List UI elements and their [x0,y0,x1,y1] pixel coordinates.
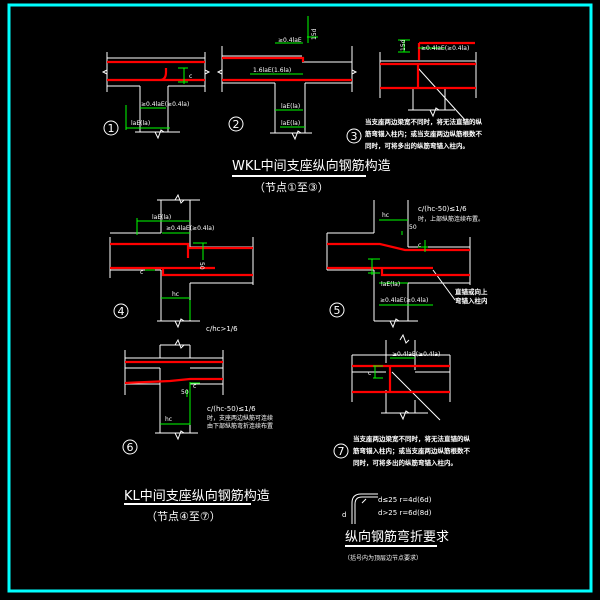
dim-c: c [193,383,196,390]
dim-hc: hc [172,291,179,298]
dim-anchor-length: ≥0.4laE(≥0.4la) [421,45,469,52]
node-note-line: 筋弯锚入柱内；或当支座两边纵筋根数不 [352,446,471,455]
node-number: 1 [108,122,115,135]
dim-c: c [140,269,143,276]
condition-text: c/(hc-50)≤1/6 [418,205,467,213]
condition-note: 时，支座两边纵筋可连续 [207,414,273,422]
node-number: 3 [351,130,358,143]
dim-c: c [189,73,192,80]
dim-15d: 15d [311,28,318,40]
node-number: 4 [118,305,125,318]
dim-lae: laE(la) [152,214,171,221]
node-5: c/(hc-50)≤1/6 时，上部纵筋连续布置。 hc 50 c laE(la… [326,200,488,329]
node-number: 5 [334,304,341,317]
drawing-frame [7,3,593,593]
dim-top: ≥0.4laE [278,37,302,44]
condition-note: 由下部纵筋弯折连续布置 [207,422,273,430]
node-note-line: 筋弯锚入柱内；或当支座两边纵筋根数不 [364,129,483,138]
dim-50: 50 [409,224,417,231]
node-number-circle [346,128,362,144]
bend-title: 纵向钢筋弯折要求 [345,529,449,545]
dim-anchor-length: ≥0.4laE(≥0.4la) [380,297,428,304]
wkl-section-subtitle: （节点①至③） [254,181,329,194]
dim-lae: laE(la) [131,120,150,127]
dim-anchor-length: ≥0.4laE(≥0.4la) [392,351,440,358]
node-number: 7 [338,445,345,458]
node-number-circle [103,120,119,136]
bar-diameter-label: d [342,511,346,519]
node-number: 2 [233,118,240,131]
dim-50: 50 [198,262,205,270]
bend-rule: d>25 r=6d(8d) [378,509,432,517]
dim-lae-1: laE(la) [281,103,300,110]
bend-subtitle: （括号内为顶层边节点要求） [344,554,422,562]
dim-c: c [418,242,421,249]
node-note-line: 同时，可将多出的纵筋弯锚入柱内。 [365,141,469,150]
node-4: laE(la) ≥0.4laE(≥0.4la) 50 c hc 4 c/hc>1… [109,193,254,333]
node-number-circle [228,116,244,132]
condition-note: 时，上部纵筋连续布置。 [418,215,484,223]
dim-1.6lae: 1.6laE(1.6la) [253,67,291,74]
dim-lae-2: laE(la) [281,120,300,127]
node-note-line: 同时，可将多出的纵筋弯锚入柱内。 [353,458,457,467]
dim-hc: hc [382,212,389,219]
dim-c: c [368,370,371,377]
condition-text: c/(hc-50)≤1/6 [207,405,256,413]
node-note-line: 直锚或向上 [455,287,488,296]
bend-detail: d d≤25 r=4d(6d) d>25 r=6d(8d) 纵向钢筋弯折要求 （… [342,493,449,562]
bend-rule: d≤25 r=4d(6d) [378,496,432,504]
dim-lae: laE(la) [381,281,400,288]
kl-section-title: KL中间支座纵向钢筋构造 [124,488,270,504]
node-note-line: 弯锚入柱内 [455,296,488,305]
node-number-circle [333,443,349,459]
condition-text: c/hc>1/6 [206,325,238,333]
dim-50: 50 [181,389,189,396]
kl-section-subtitle: （节点④至⑦） [146,510,221,523]
node-number-circle [113,303,129,319]
node-1: ≥0.4laE(≥0.4la) laE(la) c 1 [101,52,211,140]
dim-anchor-length: ≥0.4laE(≥0.4la) [141,101,189,108]
node-2: ≥0.4laE 15d 1.6laE(1.6la) laE(la) laE(la… [216,16,358,141]
node-note-line: 当支座两边梁宽不同时，将无法直锚的纵 [365,117,483,126]
node-3: 15d ≥0.4laE(≥0.4la) 3 当支座两边梁宽不同时，将无法直锚的纵… [346,39,483,150]
dim-hc: hc [165,416,172,423]
wkl-section-title: WKL中间支座纵向钢筋构造 [232,158,391,174]
node-number-circle [122,439,138,455]
node-7: ≥0.4laE(≥0.4la) c 当支座两边梁宽不同时，将无法直锚的纵 筋弯锚… [333,333,471,467]
node-number-circle [329,302,345,318]
dim-15d: 15d [400,39,407,51]
node-6: hc 50 c c/(hc-50)≤1/6 时，支座两边纵筋可连续 由下部纵筋弯… [122,338,273,455]
dim-anchor-length: ≥0.4laE(≥0.4la) [166,225,214,232]
node-number: 6 [127,441,134,454]
node-note-line: 当支座两边梁宽不同时，将无法直锚的纵 [353,434,471,443]
